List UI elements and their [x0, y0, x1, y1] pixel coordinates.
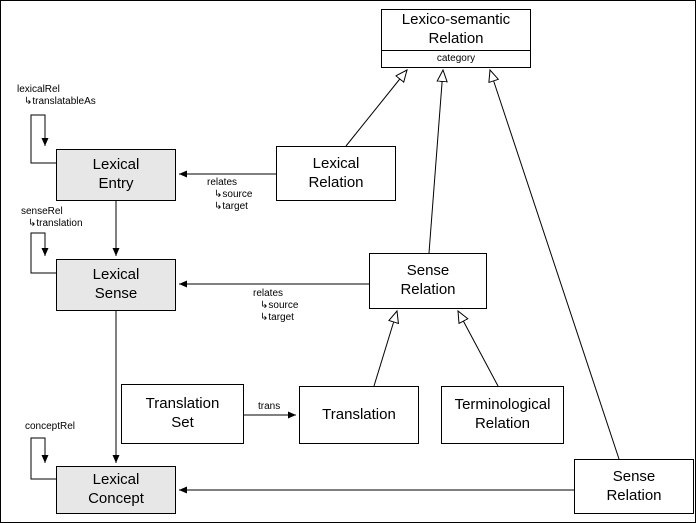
label-relates-sense-name: relates: [253, 288, 284, 299]
box-sense-relation: Sense Relation: [369, 253, 487, 309]
box-lexical-concept: Lexical Concept: [56, 466, 176, 514]
label-lexicalRel-sub: ↳translatableAs: [24, 96, 96, 107]
generalization-sense-relation-bottom-to-lexico-semantic: [490, 70, 620, 460]
box-lexical-entry: Lexical Entry: [56, 149, 176, 201]
box-terminological-relation: Terminological Relation: [441, 386, 564, 444]
box-translation-title: Translation: [322, 405, 396, 423]
label-relates-sense-source: ↳source: [260, 300, 299, 311]
label-relates-entry-source: ↳source: [214, 189, 253, 200]
generalization-sense-relation-to-lexico-semantic: [428, 70, 443, 254]
label-senseRel-sub: ↳translation: [28, 218, 83, 229]
box-lexical-entry-title: Lexical Entry: [92, 156, 140, 192]
label-conceptRel: conceptRel: [25, 421, 75, 433]
box-lexico-semantic-relation-title: Lexico-semantic Relation: [381, 9, 531, 51]
label-relates-entry-target: ↳target: [214, 201, 248, 212]
label-lexicalRel: lexicalRel ↳translatableAs: [17, 84, 96, 108]
box-translation-set: Translation Set: [121, 384, 244, 444]
box-terminological-relation-title: Terminological Relation: [454, 396, 551, 432]
label-trans: trans: [258, 401, 280, 413]
box-lexical-sense: Lexical Sense: [56, 259, 176, 311]
label-relates-sense-target: ↳target: [260, 312, 294, 323]
label-senseRel: senseRel ↳translation: [21, 206, 83, 230]
box-lexical-relation-title: Lexical Relation: [308, 154, 364, 191]
generalization-terminological-to-sense-relation: [458, 311, 499, 387]
label-senseRel-name: senseRel: [21, 206, 63, 217]
generalization-translation-to-sense-relation: [373, 311, 397, 387]
box-lexical-relation: Lexical Relation: [276, 146, 396, 201]
self-loop-lexicalRel: [30, 114, 56, 164]
label-conceptRel-name: conceptRel: [25, 421, 76, 432]
box-sense-relation-bottom-title: Sense Relation: [606, 467, 662, 504]
generalization-lexical-relation-to-lexico-semantic: [345, 70, 407, 147]
box-sense-relation-title: Sense Relation: [400, 262, 456, 298]
box-lexico-semantic-relation-attribute-category: category: [381, 51, 531, 68]
box-lexico-semantic-relation: Lexico-semantic Relation category: [381, 9, 531, 68]
box-translation: Translation: [299, 386, 419, 444]
box-lexical-sense-title: Lexical Sense: [92, 266, 140, 302]
box-translation-set-title: Translation Set: [145, 395, 220, 431]
self-loop-conceptRel: [30, 437, 56, 480]
label-lexicalRel-name: lexicalRel: [17, 84, 60, 95]
box-lexical-concept-title: Lexical Concept: [88, 471, 144, 507]
label-trans-name: trans: [258, 401, 281, 412]
label-relates-entry-name: relates: [207, 177, 238, 188]
label-relates-lexical-entry: relates ↳source ↳target: [207, 177, 252, 213]
box-sense-relation-bottom: Sense Relation: [574, 459, 694, 514]
label-relates-lexical-sense: relates ↳source ↳target: [253, 288, 298, 324]
self-loop-senseRel: [30, 232, 56, 274]
